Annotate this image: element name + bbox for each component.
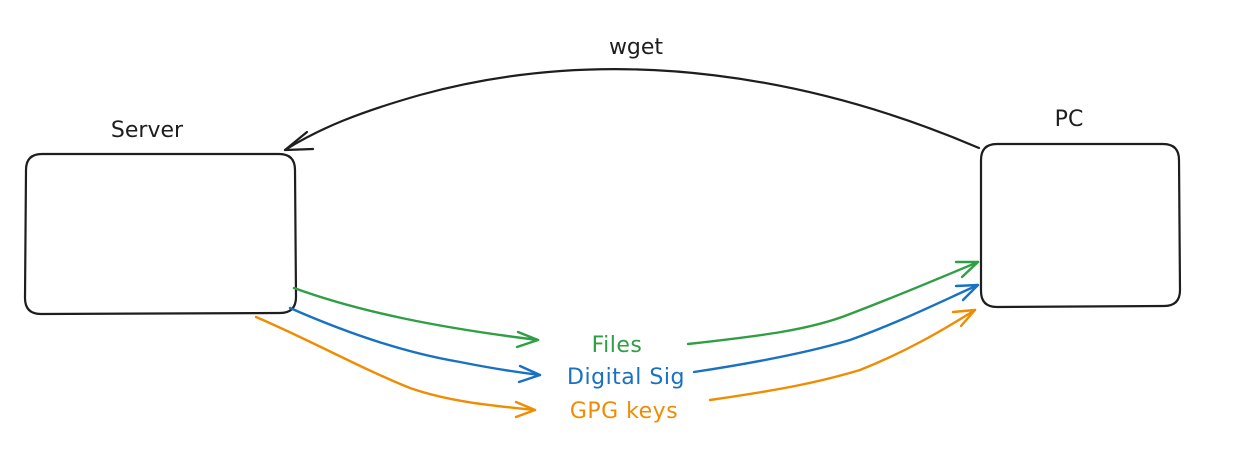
wget-arrow[interactable]: wget <box>283 35 981 152</box>
signature-arrow-left-head <box>517 364 542 384</box>
signature-arrow-right-head <box>954 283 980 302</box>
signature-arrow-right-line <box>692 283 980 374</box>
signature-label: Digital Sig <box>567 365 685 390</box>
files-label: Files <box>592 333 643 358</box>
keys-flow[interactable]: GPG keys <box>254 308 977 424</box>
files-flow[interactable]: Files <box>292 260 980 358</box>
server-label: Server <box>111 118 184 143</box>
files-arrow-left-head <box>515 330 540 349</box>
pc-box <box>979 142 1182 309</box>
signature-flow[interactable]: Digital Sig <box>288 283 980 390</box>
keys-arrow-right-line <box>708 308 977 402</box>
keys-label: GPG keys <box>570 399 678 424</box>
keys-arrow-left-line <box>254 315 537 412</box>
wget-arrowhead <box>283 130 315 152</box>
wget-label: wget <box>609 35 663 60</box>
keys-arrow-right-head <box>951 308 977 328</box>
signature-arrow-left-line <box>288 306 542 377</box>
wget-arrow-line <box>283 68 981 152</box>
pc-label: PC <box>1055 107 1084 132</box>
files-arrow-left-line <box>292 286 540 342</box>
keys-arrow-left-head <box>514 400 537 419</box>
server-node[interactable]: Server <box>23 118 298 316</box>
server-box <box>23 152 298 316</box>
pc-node[interactable]: PC <box>979 107 1182 309</box>
files-arrow-right-line <box>686 260 980 346</box>
files-arrow-right-head <box>954 260 980 279</box>
